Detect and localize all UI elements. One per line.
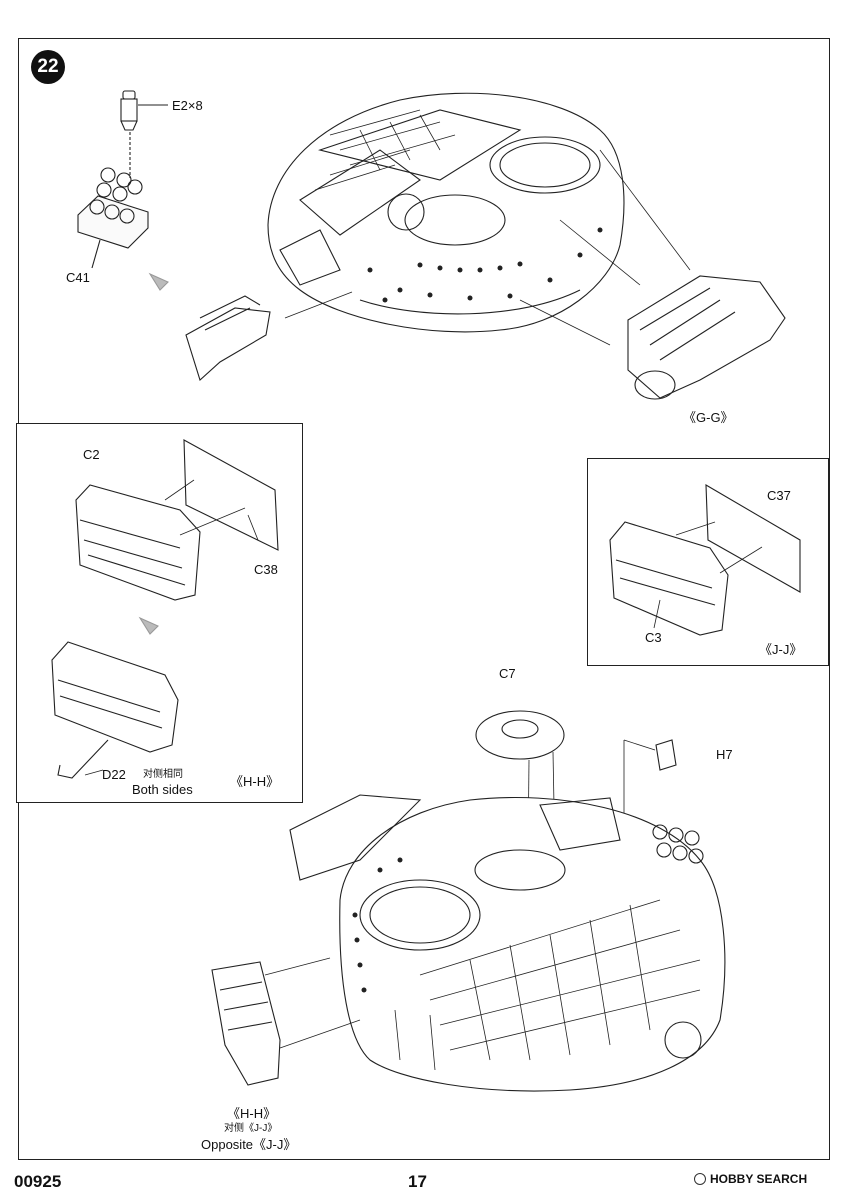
label-e2: E2×8 [172,98,203,113]
label-c3: C3 [645,630,662,645]
gg-part-illustration [627,275,786,400]
label-h7: H7 [716,747,733,762]
label-hh: 《H-H》 [230,774,280,789]
hatched-arrow-icon [138,616,159,635]
smoke-launcher-illustration [652,824,704,864]
label-c38: C38 [254,562,278,577]
c3-box-illustration [609,484,801,636]
c7-part-illustration [475,710,565,861]
label-d22: D22 [102,767,126,782]
brand-text: HOBBY SEARCH [710,1172,808,1186]
label-c41: C41 [66,270,90,285]
turret-bottom-illustration [289,794,726,1092]
c41-part-icon [77,167,149,269]
brand-logo-icon [694,1173,706,1185]
label-opposite-cn: 对侧《J-J》 [224,1123,278,1134]
label-jj: 《J-J》 [759,642,803,657]
brand-watermark: HOBBY SEARCH [694,1172,807,1186]
step-number-badge: 22 [31,50,65,84]
turret-top-illustration [267,92,691,346]
c2-box-illustration [75,439,279,601]
label-c37: C37 [767,488,791,503]
product-code: 00925 [14,1172,62,1191]
label-c2: C2 [83,447,100,462]
e2-part-icon [120,90,168,178]
label-opposite-en: Opposite《J-J》 [201,1137,297,1152]
label-both-sides-cn: 对侧相同 [143,769,183,780]
side-pack-illustration [185,295,271,381]
label-c7: C7 [499,666,516,681]
label-hh-bottom: 《H-H》 [227,1106,277,1121]
hh-bottom-part-illustration [211,957,361,1086]
hatched-arrow-icon [148,272,169,291]
label-gg: 《G-G》 [683,410,734,425]
page-number: 17 [408,1172,427,1191]
d22-box-illustration [51,641,179,779]
label-both-sides-en: Both sides [132,782,193,797]
